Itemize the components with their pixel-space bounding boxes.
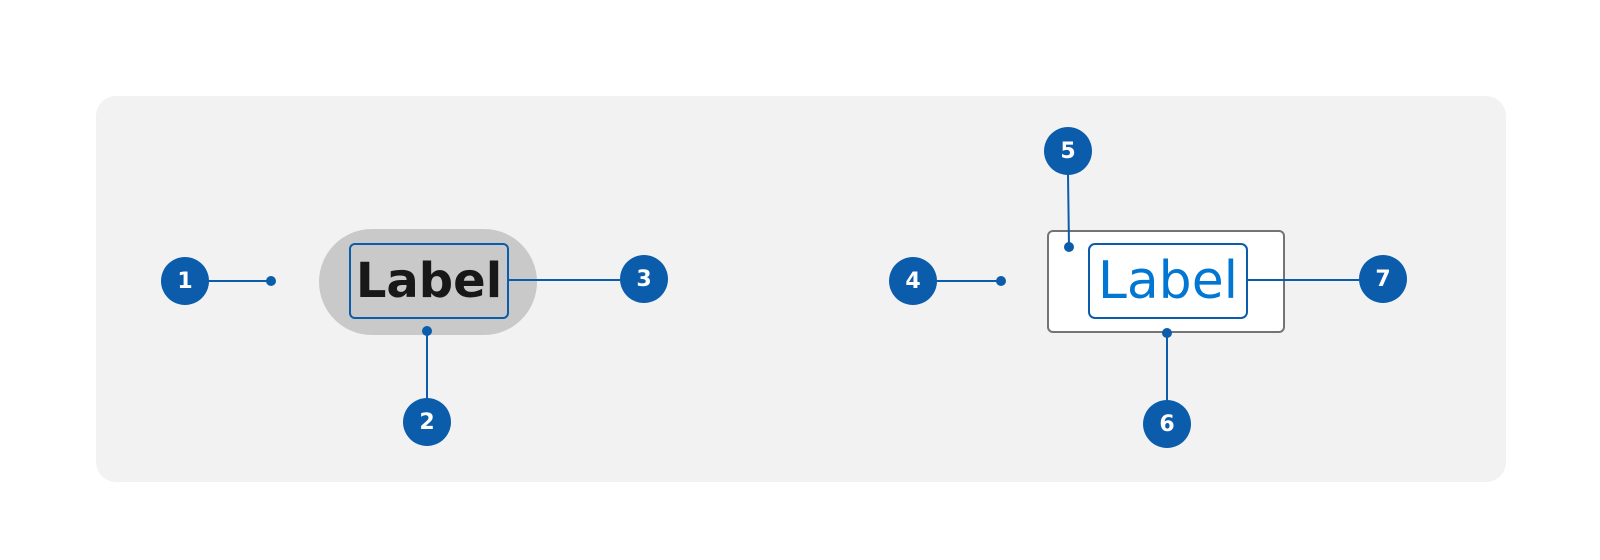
variant-2-label: Label <box>1097 251 1239 311</box>
callout-badge-3: 3 <box>620 255 668 303</box>
diagram-panel <box>96 96 1506 482</box>
callout-badge-1: 1 <box>161 257 209 305</box>
callout-badge-2: 2 <box>403 398 451 446</box>
variant-1-label: Label <box>355 253 503 309</box>
focus-ring-2: Label <box>1088 243 1248 319</box>
callout-badge-7: 7 <box>1359 255 1407 303</box>
callout-badge-6: 6 <box>1143 400 1191 448</box>
focus-ring-1: Label <box>349 243 509 319</box>
callout-badge-4: 4 <box>889 257 937 305</box>
callout-badge-5: 5 <box>1044 127 1092 175</box>
